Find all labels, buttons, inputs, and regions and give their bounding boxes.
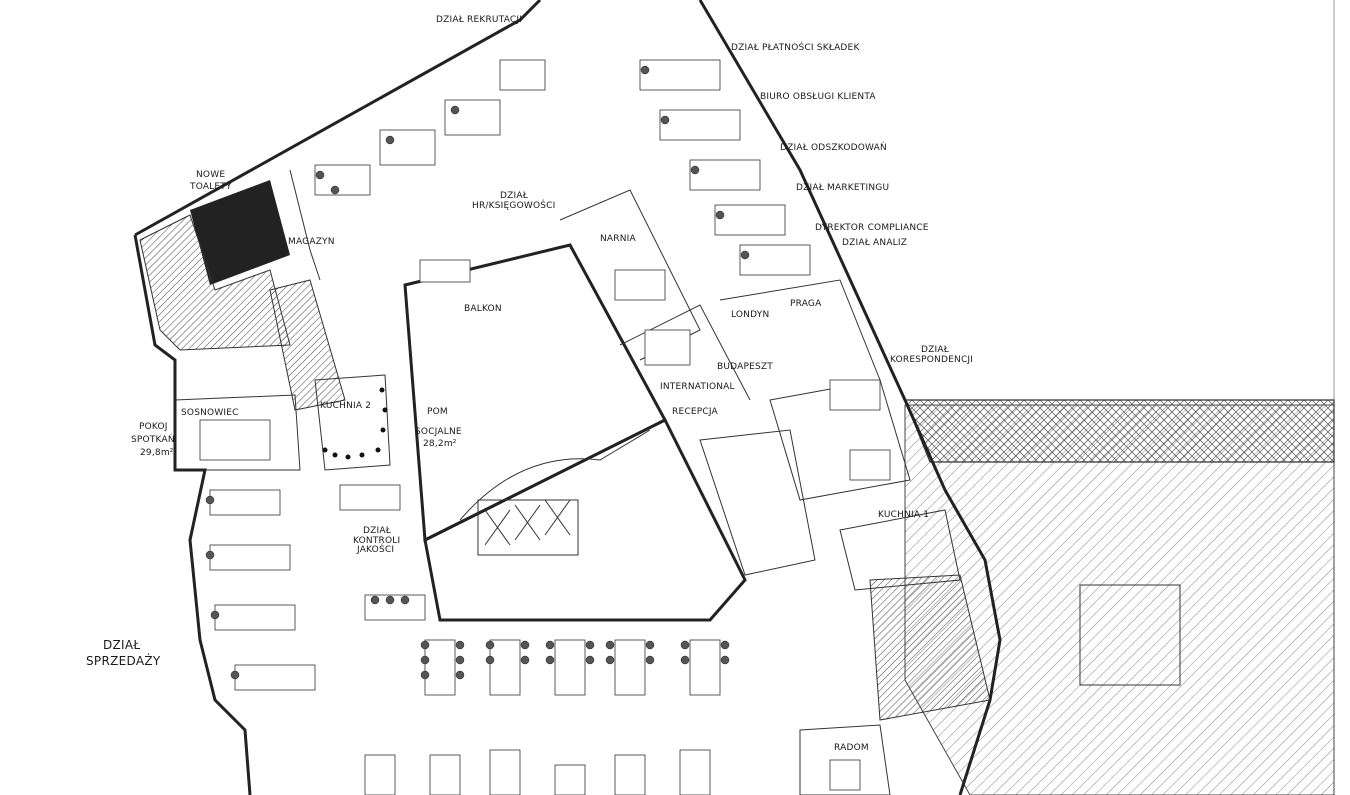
label-toalety: TOALETY (189, 182, 232, 192)
label-dzial-hr-1: DZIAŁ (500, 191, 529, 201)
toilets-block (190, 180, 290, 285)
label-dyrektor-compliance: DYREKTOR COMPLIANCE (815, 223, 929, 233)
atrium-lower (423, 417, 747, 622)
label-dzial-rekrutacji: DZIAŁ REKRUTACJI (436, 15, 522, 25)
label-balkon: BALKON (464, 304, 502, 314)
label-kuchnia-2: KUCHNIA 2 (320, 401, 371, 411)
label-magazyn: MAGAZYN (288, 237, 335, 247)
label-dzial-marketingu: DZIAŁ MARKETINGU (796, 183, 889, 193)
label-sosnowiec: SOSNOWIEC (181, 408, 239, 418)
label-pom-1: POM (427, 407, 448, 417)
label-praga: PRAGA (790, 299, 822, 309)
label-kuchnia-1: KUCHNIA 1 (878, 510, 929, 520)
stair-hatch (869, 574, 991, 721)
label-dzial-koresp-1: DZIAŁ (921, 345, 950, 355)
desk-clusters (199, 59, 891, 795)
atrium-curve (459, 429, 651, 521)
label-biuro-obslugi: BIURO OBSŁUGI KLIENTA (760, 92, 876, 102)
label-dzial-koresp-2: KORESPONDENCJI (890, 355, 973, 365)
label-londyn: LONDYN (731, 310, 769, 320)
label-pokoj-1: POKOJ (139, 422, 168, 432)
label-pokoj-2: SPOTKAŃ (131, 433, 175, 445)
lift-shaft (477, 499, 579, 556)
hatched-area (904, 404, 1335, 795)
label-pom-2: SOCJALNE (415, 427, 462, 437)
label-sprzedazy-1: DZIAŁ (103, 638, 140, 652)
label-kontroli-2: KONTROLI (353, 536, 400, 546)
label-pokoj-3: 29,8m² (140, 448, 174, 458)
label-narnia: NARNIA (600, 234, 637, 244)
label-dzial-hr-2: HR/KSIĘGOWOŚCI (472, 199, 556, 211)
label-kontroli-3: JAKOŚCI (356, 543, 394, 555)
label-dzial-platnosci: DZIAŁ PŁATNOŚCI SKŁADEK (731, 41, 860, 53)
chairs (205, 65, 750, 680)
label-pom-3: 28,2m² (423, 439, 457, 449)
corridor-hatch (269, 279, 346, 411)
outer-wall-top (134, 0, 1002, 795)
label-budapeszt: BUDAPESZT (717, 362, 773, 372)
label-sprzedazy-2: SPRZEDAŻY (86, 653, 161, 668)
label-dzial-analiz: DZIAŁ ANALIZ (842, 238, 907, 248)
label-dzial-odszkodowan: DZIAŁ ODSZKODOWAŃ (780, 141, 887, 153)
label-kontroli-1: DZIAŁ (363, 526, 392, 536)
label-nowe: NOWE (196, 170, 225, 180)
outer-wall-left (133, 234, 252, 795)
label-international: INTERNATIONAL (660, 382, 735, 392)
cross-hatched-strip (904, 399, 1335, 463)
label-recepcja: RECEPCJA (672, 407, 719, 417)
label-radom: RADOM (834, 743, 869, 753)
